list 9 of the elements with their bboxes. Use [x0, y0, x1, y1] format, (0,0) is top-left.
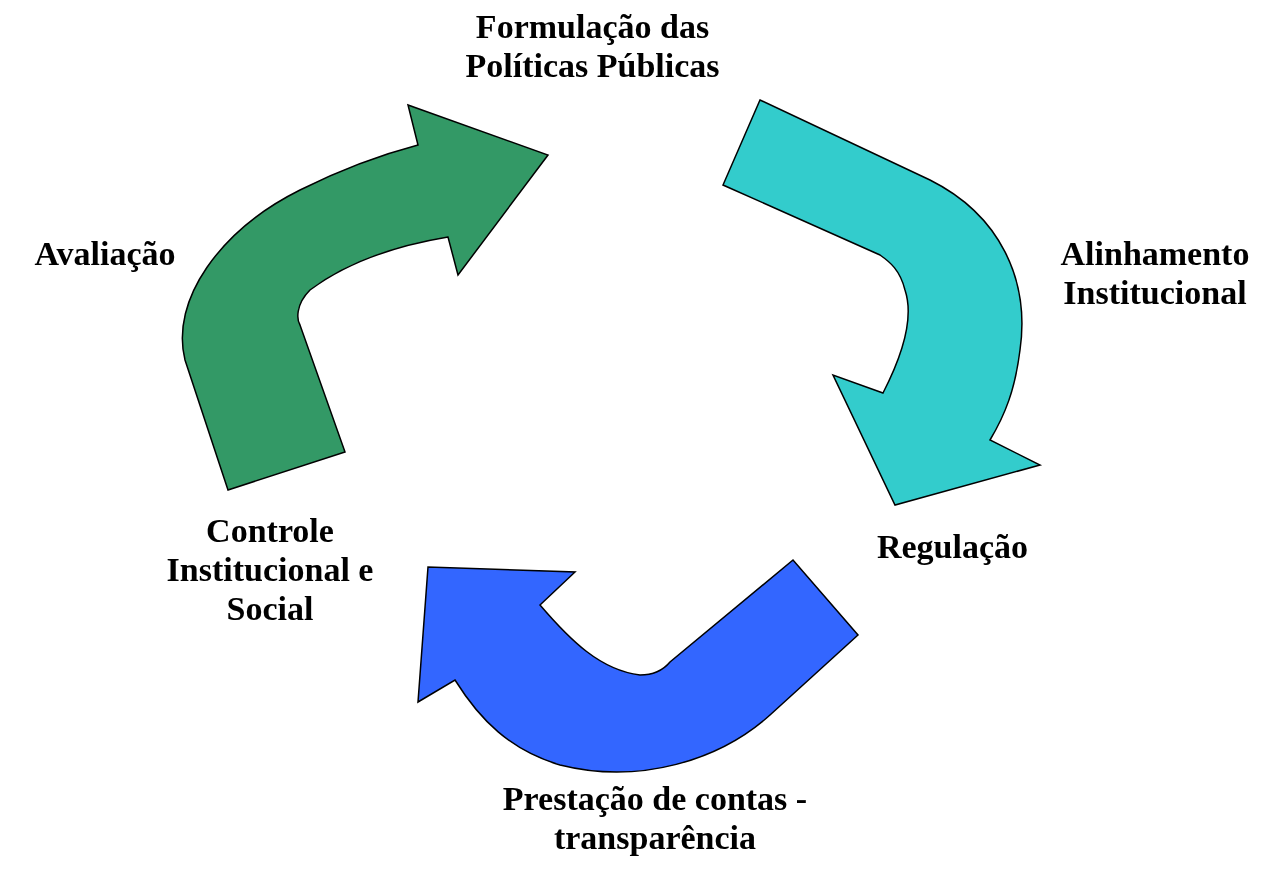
stage-label: Avaliação: [33, 235, 177, 274]
stage-label: Alinhamento Institucional: [1059, 235, 1251, 313]
curved-block-arrow: [417, 559, 859, 773]
stage-label: Controle Institucional e Social: [120, 512, 420, 629]
stage-label: Regulação: [845, 528, 1060, 567]
curved-block-arrow: [722, 99, 1041, 506]
stage-label: Prestação de contas - transparência: [501, 780, 809, 858]
curved-block-arrow: [181, 104, 549, 491]
stage-label: Formulação das Políticas Públicas: [420, 8, 765, 86]
